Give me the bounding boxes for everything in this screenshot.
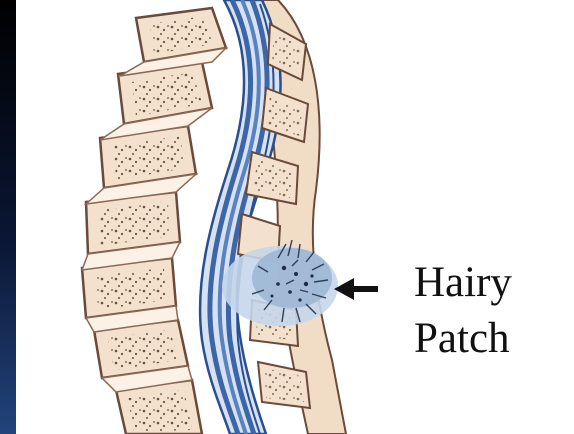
spine-illustration: [16, 0, 574, 434]
label-line-1: Hairy: [414, 255, 512, 311]
illustration-panel: Hairy Patch: [16, 0, 574, 434]
label-line-2: Patch: [414, 311, 512, 367]
hairy-patch-label: Hairy Patch: [414, 255, 512, 367]
arrow-left-icon: [334, 278, 378, 300]
